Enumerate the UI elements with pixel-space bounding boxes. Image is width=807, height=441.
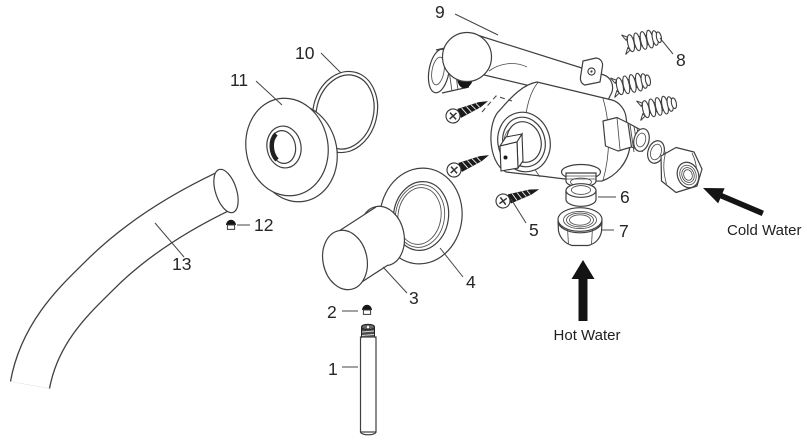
part-labels: 1 2 3 4 5 6 7 8 9 10 11 12 13 <box>172 2 686 379</box>
part-13-spout <box>9 168 239 390</box>
part-label-1: 1 <box>328 359 338 379</box>
leader-line-11 <box>255 80 283 106</box>
part-5-screw-b <box>444 148 492 180</box>
cold-water-arrow <box>703 188 764 216</box>
part-label-6: 6 <box>620 187 630 207</box>
part-11-escutcheon <box>245 97 338 203</box>
leader-line-3 <box>382 266 408 294</box>
part-label-7: 7 <box>619 221 629 241</box>
part-6-bushing <box>565 183 597 207</box>
part-label-8: 8 <box>676 50 686 70</box>
leader-lines <box>154 13 674 368</box>
leader-line-13 <box>154 222 185 258</box>
part-label-9: 9 <box>435 2 445 22</box>
part-2-set-screw <box>361 304 373 315</box>
part-label-4: 4 <box>466 272 476 292</box>
part-label-3: 3 <box>409 288 419 308</box>
part-label-11: 11 <box>230 70 248 90</box>
part-label-10: 10 <box>295 43 315 63</box>
leader-line-5 <box>510 198 527 224</box>
part-12-set-screw <box>225 219 237 230</box>
part-7-hex-nut <box>557 207 603 247</box>
part-label-5: 5 <box>529 220 539 240</box>
cold-water-label: Cold Water <box>727 222 801 239</box>
part-label-13: 13 <box>172 254 191 274</box>
part-5-screw-a <box>443 94 491 126</box>
part-label-2: 2 <box>327 302 337 322</box>
leader-line-10 <box>320 52 342 74</box>
screw-alignment-dashed-line <box>481 95 513 113</box>
part-label-12: 12 <box>254 215 273 235</box>
hot-water-label: Hot Water <box>554 327 621 344</box>
leader-line-4 <box>439 247 464 278</box>
leader-line-8 <box>659 37 674 55</box>
part-1-lever-rod <box>359 323 377 436</box>
hot-water-arrow <box>571 260 595 321</box>
part-5-screw-c <box>493 182 542 211</box>
part-9-valve-body <box>427 31 650 188</box>
leader-line-9 <box>454 13 499 36</box>
part-3-handle-knob <box>321 205 406 291</box>
cold-union-nut <box>660 146 703 194</box>
